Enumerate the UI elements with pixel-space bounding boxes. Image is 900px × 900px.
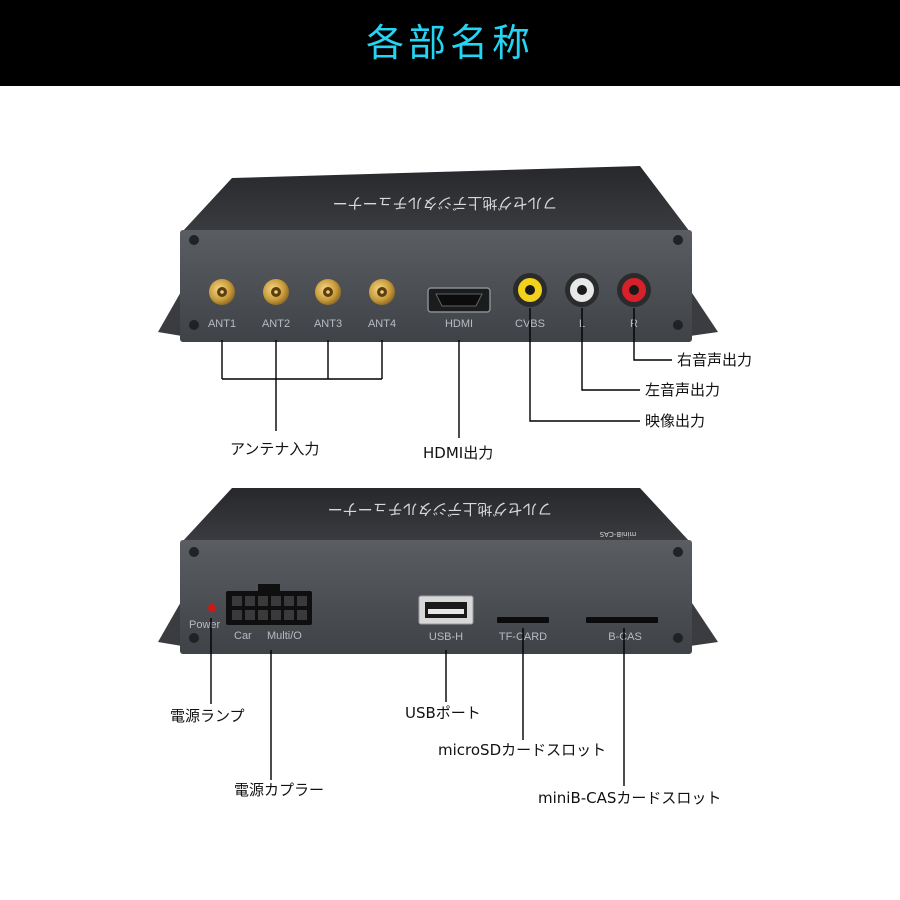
port-label-multi-o: Multi/O (267, 630, 302, 642)
rear-flange-right (690, 600, 718, 646)
left-audio-jack (565, 273, 599, 307)
callout-power-lamp: 電源ランプ (170, 707, 245, 725)
cvbs-jack (513, 273, 547, 307)
front-flange-right (690, 290, 718, 336)
header-bar: 各部名称 (0, 0, 900, 86)
right-audio-jack (617, 273, 651, 307)
screw-icon (673, 320, 683, 330)
usb-port (418, 595, 474, 625)
port-label-hdmi: HDMI (445, 318, 473, 330)
rear-side-print: miniB-CAS (599, 530, 636, 538)
ant3-connector (315, 279, 341, 305)
screw-icon (189, 633, 199, 643)
port-label-car: Car (234, 630, 252, 642)
callout-microsd-slot: microSDカードスロット (438, 741, 606, 759)
b-cas-slot (586, 617, 658, 623)
callout-usb-port: USBポート (405, 704, 481, 722)
screw-icon (189, 320, 199, 330)
car-multi-connector (226, 584, 312, 625)
front-device: フルセグ地上デジタルチューナー ANT1 ANT2 (158, 166, 718, 342)
callout-minibcas-slot: miniB-CASカードスロット (538, 789, 721, 807)
screw-icon (189, 547, 199, 557)
tf-card-slot (497, 617, 549, 623)
rear-top-print: フルセグ地上デジタルチューナー (328, 500, 553, 518)
port-label-ant4: ANT4 (368, 318, 396, 330)
callout-antenna-input: アンテナ入力 (230, 440, 319, 458)
screw-icon (673, 235, 683, 245)
screw-icon (673, 547, 683, 557)
callout-left-audio-output: 左音声出力 (645, 381, 720, 399)
rear-flange-left (158, 600, 182, 646)
rear-callout-lines (210, 618, 625, 786)
front-top-surface (182, 166, 690, 232)
hdmi-port (427, 287, 491, 313)
screw-icon (673, 633, 683, 643)
device-diagram: フルセグ地上デジタルチューナー ANT1 ANT2 (158, 166, 752, 807)
ant1-connector (209, 279, 235, 305)
front-top-print: フルセグ地上デジタルチューナー (333, 194, 558, 212)
ant2-connector (263, 279, 289, 305)
front-flange-left (158, 290, 182, 336)
port-label-power: Power (189, 619, 221, 631)
callout-video-output: 映像出力 (645, 412, 705, 430)
callout-hdmi-output: HDMI出力 (423, 444, 493, 462)
front-face (180, 230, 692, 342)
port-label-ant1: ANT1 (208, 318, 236, 330)
port-label-ant3: ANT3 (314, 318, 342, 330)
port-label-ant2: ANT2 (262, 318, 290, 330)
rear-device: フルセグ地上デジタルチューナー miniB-CAS Power Car M (158, 488, 718, 654)
callout-right-audio-output: 右音声出力 (677, 351, 752, 369)
callout-power-coupler: 電源カプラー (234, 781, 324, 799)
page-title: 各部名称 (365, 21, 534, 65)
power-led-icon (208, 604, 216, 612)
port-label-usb-h: USB-H (429, 631, 463, 643)
ant4-connector (369, 279, 395, 305)
rear-top-surface (182, 488, 690, 542)
front-callout-lines (221, 308, 672, 438)
port-label-b-cas: B-CAS (608, 631, 642, 643)
screw-icon (189, 235, 199, 245)
